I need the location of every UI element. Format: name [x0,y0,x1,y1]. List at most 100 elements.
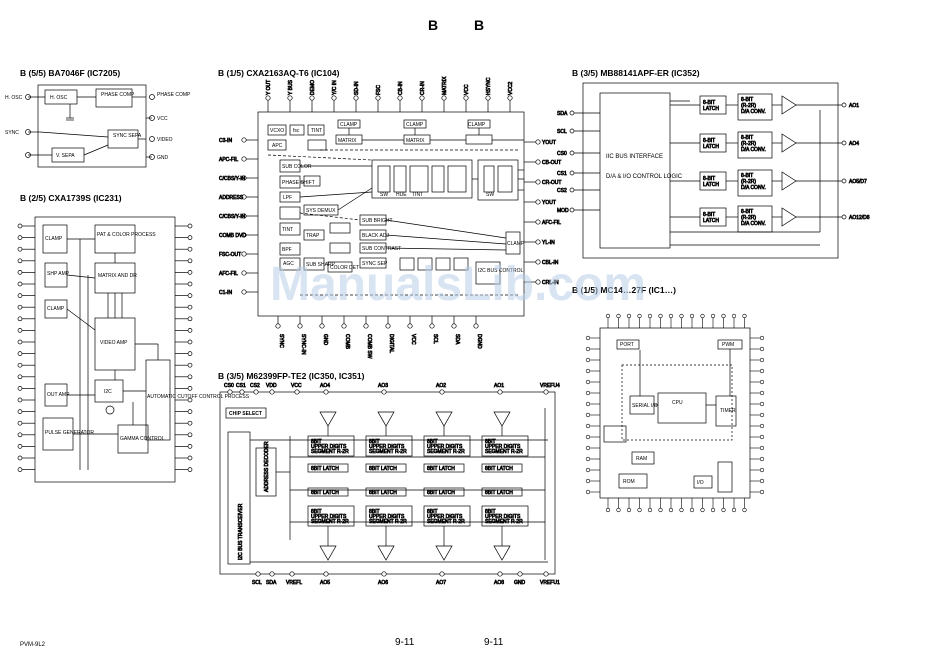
latch-block [481,463,523,473]
pin-terminal [187,409,193,414]
pin-terminal [742,507,747,513]
pin-terminal [429,323,435,329]
pin-terminal [241,213,247,219]
ic104-bottom-pin-label: DGND [476,334,482,349]
pin-terminal [658,313,663,319]
ic104-title: B (1/5) CXA2163AQ-T6 (IC104) [218,68,340,78]
dac-label: UPPER DIGITS [427,514,463,520]
pin-terminal [17,339,23,345]
ic350-top-pin-label: AO4 [320,383,330,389]
pin-terminal [385,323,391,329]
pin-terminal [241,270,247,276]
ic104-left-pin-label: ADDRESS [219,195,244,201]
dac-label: 8BIT [369,439,380,445]
ic350-bottom-pin-label: SCL [252,580,262,586]
pin-terminal [17,328,23,333]
svg-text:IIC BUS INTERFACE: IIC BUS INTERFACE [606,154,663,160]
pin-terminal [759,401,765,407]
latch-block [307,463,349,473]
svg-text:APC: APC [272,143,283,149]
ic104-top-pin-label: VCC2 [508,81,514,95]
ic104-right-pin-label: AFC-FIL [542,220,561,226]
pin-terminal [323,389,329,395]
dac-label: 8-BIT [741,173,753,179]
pin-terminal [689,313,695,319]
pin-terminal [759,335,765,341]
pin-terminal [441,95,447,101]
latch-label: 8BIT LATCH [485,490,513,496]
pin-terminal [535,279,541,285]
ic352-left-pin-label: SDA [557,111,568,117]
ic350-top-pin-label: VDD [266,383,277,389]
amp-symbol [781,133,797,153]
latch-label: 8BIT LATCH [311,490,339,496]
latch-label: LATCH [703,218,719,224]
pin-terminal [187,467,193,472]
svg-text:SUB CONTRAST: SUB CONTRAST [362,246,401,252]
dac-block [737,131,773,159]
pin-terminal [647,507,653,513]
latch-label: 8BIT LATCH [427,490,455,496]
svg-text:CLAMP: CLAMP [45,236,63,242]
dac-label: (R-2R) [741,215,756,221]
ic104-right-pin-label: CR-OUT [542,180,561,186]
ic104-top-pin-label: MATRIX [442,76,448,95]
dac-label: UPPER DIGITS [369,444,405,450]
pin-terminal [241,137,247,143]
pin-terminal [287,95,293,101]
svg-text:CHIP SELECT: CHIP SELECT [229,411,262,417]
dac-label: 8-BIT [741,97,753,103]
pin-terminal [535,179,541,185]
pin-terminal [841,214,847,220]
pin-terminal [341,323,347,329]
pin-terminal [759,489,765,495]
svg-text:CLAMP: CLAMP [340,122,358,128]
pin-terminal [187,420,193,426]
pin-terminal [187,316,193,322]
pin-terminal [17,374,23,380]
pin-terminal [309,95,315,101]
pin-terminal [543,571,549,577]
pin-terminal [289,571,295,577]
pin-terminal [187,339,193,345]
pin-terminal [585,445,591,451]
ic104-bottom-pin-label: SCL [432,334,438,344]
pin-terminal [569,207,575,213]
pin-terminal [626,507,632,513]
pin-terminal [710,313,716,319]
latch-label: 8BIT LATCH [485,466,513,472]
pin-terminal [668,313,674,319]
svg-text:CLAMP: CLAMP [406,122,424,128]
latch-label: LATCH [703,106,719,112]
pin-terminal [241,251,247,257]
svg-text:H. OSC: H. OSC [5,95,23,101]
pin-terminal [679,507,684,513]
ic352-left-pin-label: CS2 [557,188,567,194]
svg-text:TINT: TINT [311,128,322,134]
pin-terminal [381,389,387,395]
pin-terminal [17,351,23,356]
svg-text:PHASE COMP: PHASE COMP [101,92,135,98]
svg-text:ROM: ROM [623,479,635,485]
pin-terminal [569,150,575,156]
svg-text:V. SEPA: V. SEPA [56,153,75,159]
pin-terminal [17,420,23,426]
pin-terminal [187,386,193,391]
ic7205-title: B (5/5) BA7046F (IC7205) [20,68,121,78]
ic104-bottom-pin-label: GND [322,334,328,346]
pin-terminal [585,401,591,407]
pin-terminal [17,432,23,438]
svg-text:TRAP: TRAP [306,233,320,239]
svg-text:PWM: PWM [722,342,734,348]
pin-terminal [241,289,247,295]
svg-text:I/O: I/O [697,480,704,486]
pin-terminal [759,423,765,429]
latch-block [307,487,349,497]
latch-label: 8-BIT [703,212,715,218]
svg-text:CLAMP: CLAMP [468,122,486,128]
pin-terminal [17,444,23,449]
pin-terminal [381,571,387,577]
diagram-labels: H. OSC PHASE COMP SYNC SEPA V. SEPA H. O… [5,92,736,486]
latch-label: 8BIT LATCH [427,466,455,472]
